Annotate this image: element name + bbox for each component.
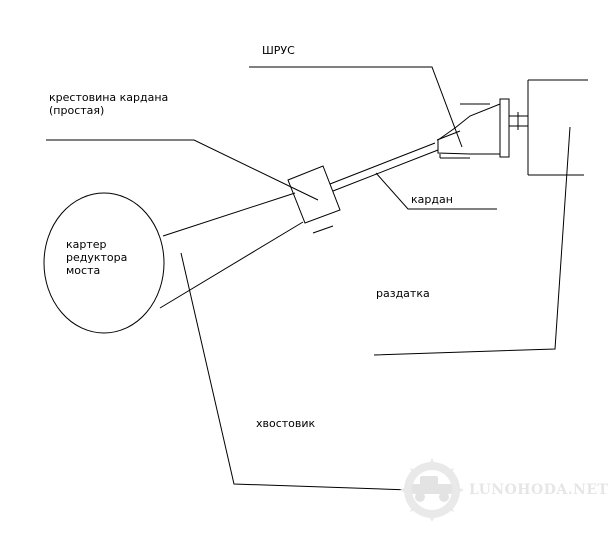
label-krestovina-line2: (простая) bbox=[49, 104, 105, 117]
driveshaft-lower-line bbox=[332, 149, 439, 192]
watermark-text: LUNOHODA.NET bbox=[469, 482, 609, 498]
universal-joint-cap bbox=[312, 225, 334, 234]
khvostovik-leader-line bbox=[180, 252, 411, 491]
razdatka-leader-line bbox=[373, 126, 571, 356]
tail-shaft-lower-line bbox=[159, 221, 304, 309]
universal-joint-cross bbox=[287, 165, 341, 224]
cv-joint-flange bbox=[499, 98, 510, 158]
driveshaft-upper-line bbox=[329, 142, 436, 185]
label-karter-line3: моста bbox=[66, 264, 101, 277]
label-karter-line1: картер bbox=[66, 238, 107, 251]
label-krestovina-line1: крестовина кардана bbox=[49, 91, 169, 104]
cv-joint-housing bbox=[437, 103, 501, 155]
watermark-emblem bbox=[400, 458, 464, 522]
label-khvostovik: хвостовик bbox=[256, 417, 316, 430]
kardan-leader-line bbox=[375, 172, 497, 210]
tail-shaft-upper-line bbox=[162, 192, 296, 237]
label-shrus: ШРУС bbox=[262, 44, 295, 57]
axle-housing-ellipse bbox=[43, 192, 165, 334]
label-kardan: кардан bbox=[411, 193, 453, 206]
krestovina-leader-line bbox=[46, 139, 319, 201]
label-karter-line2: редуктора bbox=[66, 251, 128, 264]
shrus-leader-line bbox=[249, 66, 463, 148]
label-razdatka: раздатка bbox=[376, 287, 430, 300]
